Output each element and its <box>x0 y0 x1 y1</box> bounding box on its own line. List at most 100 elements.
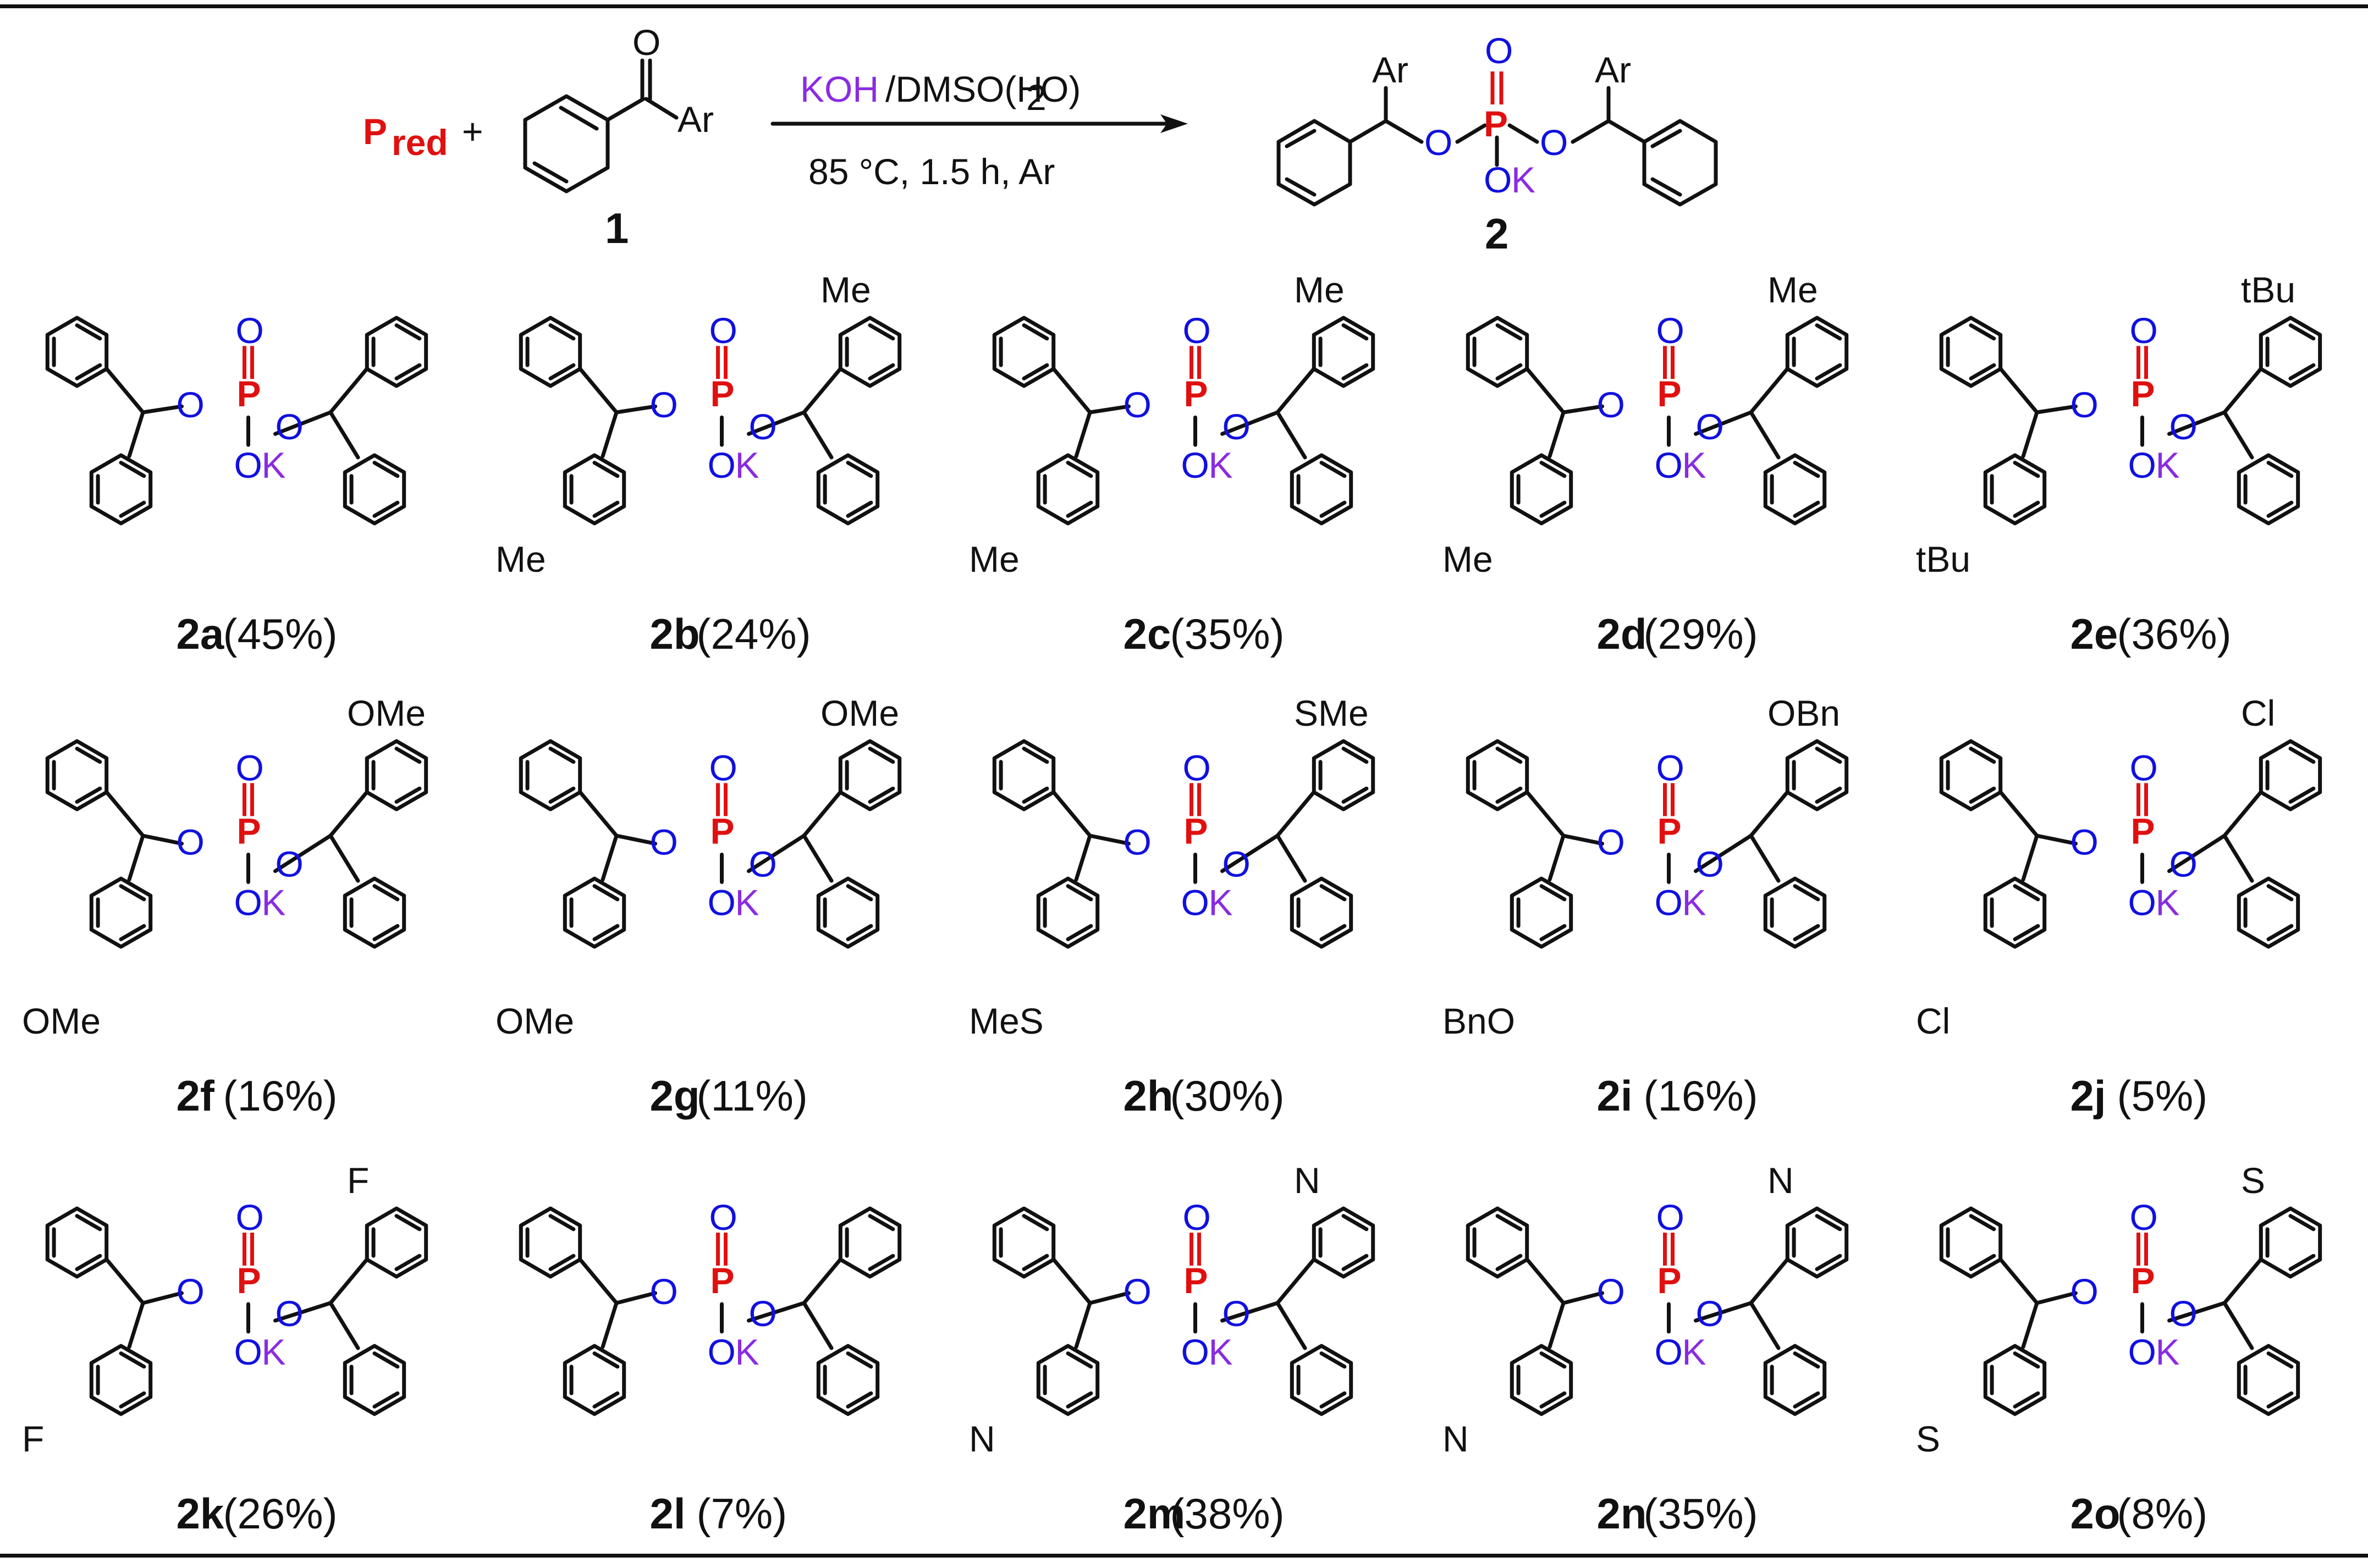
phosphorus: P <box>2131 1260 2155 1301</box>
phosphorus: P <box>237 810 261 851</box>
substituent-2g-0: OMe <box>495 1001 574 1041</box>
ok-k: K <box>1682 445 1706 485</box>
phosphorus: P <box>2131 810 2155 851</box>
ok-o: O <box>2128 1332 2156 1372</box>
bottom-rule <box>0 1554 2368 1558</box>
compound-yield: (35%) <box>1170 610 1285 658</box>
phosphorus: P <box>1184 810 1208 851</box>
ester-o-right: O <box>1222 843 1251 884</box>
compound-yield: (26%) <box>223 1489 338 1538</box>
ok-o: O <box>1181 882 1209 923</box>
phosphorus: P <box>1184 373 1208 414</box>
phosphoryl-o: O <box>1183 310 1211 351</box>
ok-k: K <box>2156 445 2180 485</box>
substituent-2o-0: S <box>1916 1418 1940 1459</box>
compound-yield: (8%) <box>2117 1489 2208 1538</box>
ester-o-right: O <box>276 1293 304 1334</box>
ester-o-right: O <box>2169 406 2198 447</box>
compound-yield: (29%) <box>1644 610 1758 658</box>
product-ar-left: Ar <box>1372 49 1408 90</box>
substituent-2b-0: Me <box>495 539 546 579</box>
phosphorus: P <box>711 810 735 851</box>
conditions-temp: 85 °C, 1.5 h, Ar <box>808 151 1055 192</box>
ester-o-left: O <box>177 384 205 425</box>
phosphoryl-o: O <box>1656 310 1684 351</box>
compound-yield: (24%) <box>697 610 811 658</box>
product-ok-o: O <box>1484 159 1512 200</box>
ok-o: O <box>1655 882 1683 923</box>
phosphoryl-o: O <box>1656 1197 1684 1238</box>
ok-o: O <box>708 1332 736 1372</box>
phosphorus: P <box>1657 1260 1682 1301</box>
substituent-2o-1: S <box>2241 1160 2265 1201</box>
ok-o: O <box>708 882 736 923</box>
product-ar-right: Ar <box>1595 49 1631 90</box>
phosphoryl-o: O <box>709 747 737 788</box>
ok-o: O <box>1181 1332 1209 1372</box>
ok-k: K <box>262 445 286 485</box>
phosphoryl-o: O <box>2130 747 2158 788</box>
top-rule <box>0 4 2368 8</box>
ester-o-left: O <box>1597 1271 1625 1312</box>
ester-o-right: O <box>1696 406 1724 447</box>
compound-id: 2l <box>650 1489 686 1538</box>
ester-o-right: O <box>1222 406 1251 447</box>
reagent-p-sub: red <box>392 122 448 163</box>
substituent-2i-1: OBn <box>1767 693 1840 733</box>
compound-id: 2k <box>177 1489 224 1538</box>
substituent-2j-0: Cl <box>1916 1001 1950 1041</box>
ok-k: K <box>1209 445 1233 485</box>
compound-id: 2g <box>650 1072 700 1120</box>
ester-o-right: O <box>1696 843 1724 884</box>
ketone-o: O <box>632 22 660 63</box>
phosphoryl-o: O <box>1656 747 1684 788</box>
phosphoryl-o: O <box>236 747 264 788</box>
reagent-p: P <box>363 111 387 152</box>
compound-yield: (30%) <box>1170 1072 1285 1120</box>
substituent-2n-0: N <box>1442 1418 1469 1459</box>
ester-o-right: O <box>749 1293 777 1334</box>
ester-o-left: O <box>1597 384 1625 425</box>
compound-id: 2n <box>1597 1489 1647 1538</box>
ok-k: K <box>735 882 759 923</box>
substituent-2m-1: N <box>1294 1160 1320 1201</box>
product-o-top: O <box>1485 30 1513 71</box>
ok-o: O <box>234 882 262 923</box>
phosphoryl-o: O <box>236 310 264 351</box>
ester-o-left: O <box>1124 384 1152 425</box>
compound-yield: (45%) <box>223 610 338 658</box>
general-reaction: P red + O Ar 1 KOH /DMSO(H 2 O) 85 °C, 1… <box>363 22 1718 258</box>
substituent-2f-0: OMe <box>22 1001 101 1041</box>
phosphoryl-o: O <box>709 310 737 351</box>
substituent-2m-0: N <box>969 1418 995 1459</box>
ok-o: O <box>708 445 736 485</box>
product-p: P <box>1484 103 1508 144</box>
substituent-2f-1: OMe <box>347 693 426 733</box>
ester-o-right: O <box>1222 1293 1251 1334</box>
substituent-2d-1: Me <box>1767 269 1818 310</box>
substituent-2b-1: Me <box>820 269 871 310</box>
compound-id: 2f <box>177 1072 215 1120</box>
ester-o-left: O <box>177 1271 205 1312</box>
conditions-sub: 2 <box>1026 77 1047 118</box>
phosphoryl-o: O <box>2130 1197 2158 1238</box>
phosphoryl-o: O <box>1183 747 1211 788</box>
ester-o-right: O <box>276 406 304 447</box>
conditions-solvent: /DMSO(H <box>885 69 1043 109</box>
substituent-2c-1: Me <box>1294 269 1345 310</box>
compound-id: 2b <box>650 610 700 658</box>
compound-id: 2a <box>177 610 224 658</box>
ester-o-right: O <box>749 843 777 884</box>
ester-o-right: O <box>2169 1293 2198 1334</box>
ok-k: K <box>1209 882 1233 923</box>
ok-k: K <box>2156 1332 2180 1372</box>
